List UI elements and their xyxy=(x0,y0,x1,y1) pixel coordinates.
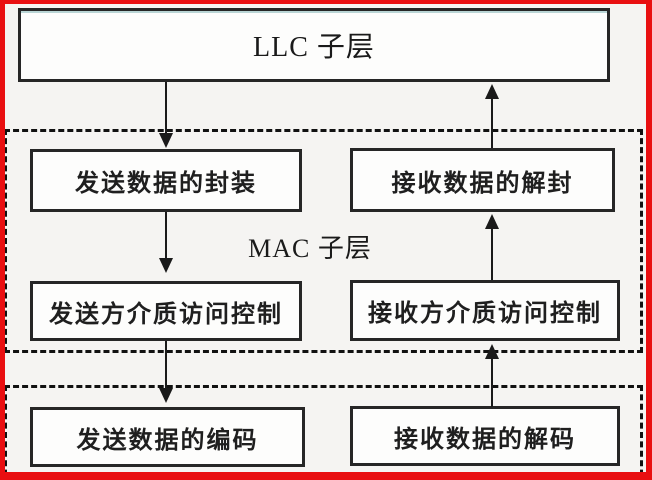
arrow-up-icon xyxy=(485,214,499,229)
decapsulate-label: 接收数据的解封 xyxy=(391,169,574,197)
arrow-up-icon xyxy=(485,344,499,359)
decode-label: 接收数据的解码 xyxy=(394,425,576,453)
encapsulate-box: 发送数据的封装 xyxy=(30,149,302,212)
red-frame-top xyxy=(0,0,652,4)
decapsulate-box: 接收数据的解封 xyxy=(350,148,615,212)
mac-sublayer-label: MAC 子层 xyxy=(248,234,372,263)
coding-layer-region xyxy=(4,385,643,480)
arrow-down-icon xyxy=(159,258,173,273)
encapsulate-label: 发送数据的封装 xyxy=(75,170,257,197)
arrow-down-icon xyxy=(159,133,173,148)
arrow-line-encapsulate-to-send-mac xyxy=(165,212,167,260)
arrow-line-llc-to-encapsulate xyxy=(165,82,167,136)
mac-sublayer-label-wrap: MAC 子层 xyxy=(180,228,440,265)
recv-mac-control-box: 接收方介质访问控制 xyxy=(350,280,620,341)
arrow-line-recv-mac-to-decapsulate xyxy=(491,226,493,280)
red-frame-left xyxy=(0,0,5,480)
arrow-line-decapsulate-to-llc xyxy=(491,96,493,148)
arrow-line-send-mac-to-encode xyxy=(165,341,167,390)
arrow-up-icon xyxy=(485,84,499,99)
arrow-down-icon xyxy=(159,388,173,403)
recv-mac-control-label: 接收方介质访问控制 xyxy=(368,300,602,327)
decode-box: 接收数据的解码 xyxy=(350,406,620,466)
red-frame-bottom xyxy=(0,472,652,480)
llc-sublayer-label: LLC 子层 xyxy=(253,32,375,63)
red-frame-right xyxy=(646,0,652,480)
send-mac-control-label: 发送方介质访问控制 xyxy=(49,300,283,328)
encode-box: 发送数据的编码 xyxy=(30,407,305,467)
arrow-line-decode-to-recv-mac xyxy=(491,356,493,407)
mac-sublayer-region xyxy=(4,129,643,353)
llc-sublayer-box: LLC 子层 xyxy=(18,8,610,82)
send-mac-control-box: 发送方介质访问控制 xyxy=(30,281,302,341)
encode-label: 发送数据的编码 xyxy=(76,426,259,454)
